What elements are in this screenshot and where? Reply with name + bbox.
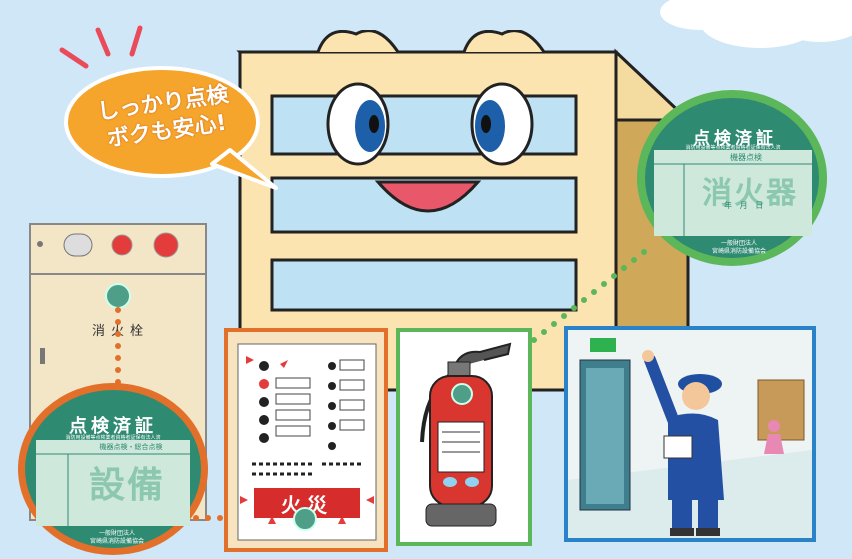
- sticker-small-month: 月: [739, 201, 748, 210]
- inspector-card: [564, 326, 816, 542]
- sticker-small-dates: 年 月 日: [724, 200, 763, 211]
- sticker-large-disc: [18, 383, 208, 555]
- inspector-drawing: [568, 330, 812, 538]
- emphasis-lines: [59, 25, 143, 69]
- eyes: [326, 82, 534, 166]
- speech-bubble-shape: [64, 66, 278, 190]
- sticker-small-mark: 消火器: [702, 176, 798, 211]
- sticker-large-title: 点検済証: [69, 416, 157, 437]
- sticker-large-org2: 宮崎県消防設備協会: [89, 538, 144, 545]
- sticker-small-title: 点検済証: [693, 129, 777, 149]
- sticker-small-day: 日: [755, 201, 764, 210]
- sticker-magnified-small: 点検済証 消防用設備等点検業者資格者証保有法人済 機器点検 消火器 年 月 日 …: [634, 88, 830, 268]
- sticker-large-org1: 一般財団法人: [98, 530, 135, 537]
- cloud: [660, 0, 852, 48]
- sticker-on-panel: [293, 507, 317, 531]
- sticker-large-subtitle: 消防用設備等点検業者資格者証保有法人済: [65, 435, 161, 441]
- mouth: [374, 180, 482, 213]
- sticker-large-mark: 設備: [88, 465, 165, 506]
- sticker-large-header: 機器点検・総合点検: [99, 443, 163, 451]
- sticker-small-org2: 宮崎県消防設備協会: [711, 248, 766, 255]
- sticker-small-disc: [637, 90, 827, 266]
- extinguisher-drawing: [420, 342, 512, 527]
- extinguisher-card: [396, 328, 532, 546]
- sticker-magnified-large: 点検済証 消防用設備等点検業者資格者証保有法人済 機器点検・総合点検 設備 一般…: [16, 382, 210, 556]
- sticker-small-org1: 一般財団法人: [720, 240, 757, 247]
- sticker-small-year: 年: [724, 201, 732, 210]
- sticker-small-header: 機器点検: [730, 153, 762, 162]
- speech-bubble: しっかり点検 ボクも安心!: [62, 60, 282, 190]
- sticker-small-subtitle: 消防用設備等点検業者資格者証保有法人済: [685, 145, 781, 151]
- alarm-panel-card: 火災: [224, 328, 388, 552]
